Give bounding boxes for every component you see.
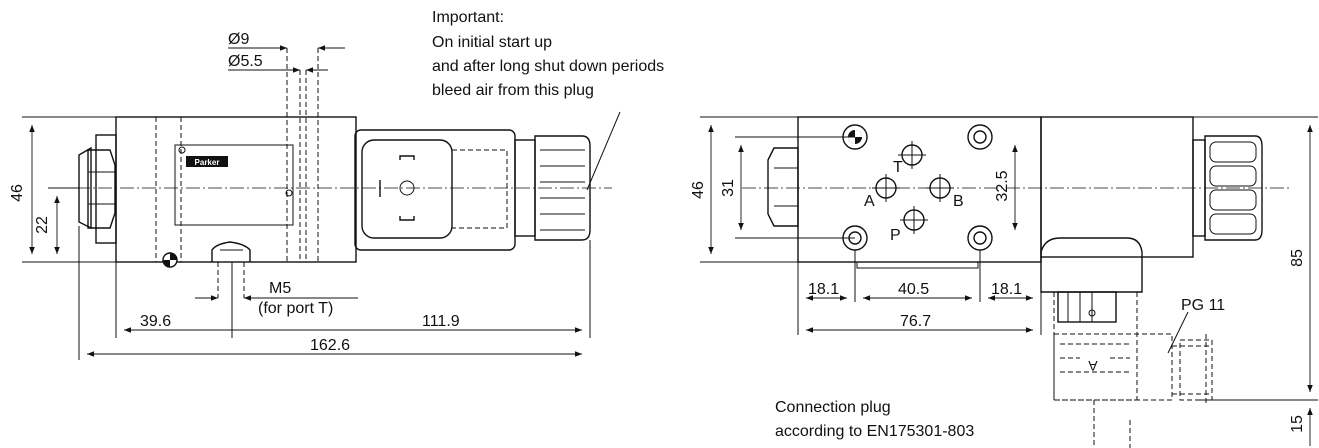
- leader-line: [586, 111, 621, 191]
- port-t-boss: [211, 241, 251, 262]
- dim-pg11: PG 11: [1181, 297, 1225, 314]
- note-line2: On initial start up: [432, 34, 552, 51]
- dim-d9: Ø9: [228, 31, 249, 48]
- dim-w1119: 111.9: [422, 313, 460, 330]
- note-line1: Important:: [432, 9, 504, 26]
- solenoid-housing: [354, 129, 516, 251]
- connector-plug: [361, 139, 453, 239]
- port-b: B: [953, 193, 964, 210]
- dim-h325: 32.5: [994, 170, 1011, 201]
- front-view: Parker: [9, 9, 664, 360]
- port-p: P: [890, 227, 901, 244]
- override-flange: [95, 134, 117, 244]
- plug-hole: [285, 189, 293, 197]
- plug-note-line2: according to EN175301-803: [775, 423, 974, 440]
- bolt-holes: [842, 124, 993, 251]
- coil-nut-top: [1204, 135, 1263, 241]
- dim-m5: M5: [269, 280, 291, 297]
- port-a: A: [864, 193, 875, 210]
- coil-nut: [534, 135, 591, 241]
- plug-letter: A: [1088, 358, 1098, 374]
- dim-w1626: 162.6: [310, 337, 350, 354]
- note-line4: bleed air from this plug: [432, 82, 594, 99]
- dim-h15: 15: [1289, 415, 1306, 433]
- screw-hole: [178, 146, 186, 154]
- dim-w181a: 18.1: [808, 281, 839, 298]
- dim-h31: 31: [720, 179, 737, 197]
- top-view: T A B P: [690, 116, 1318, 448]
- dim-d55: Ø5.5: [228, 53, 263, 70]
- parker-logo-box: [186, 156, 228, 167]
- dim-w396: 39.6: [140, 313, 171, 330]
- valve-body: [115, 116, 357, 263]
- plug-top: [1040, 237, 1143, 293]
- plug-pins: [1057, 291, 1117, 323]
- dim-m5-note: (for port T): [258, 300, 333, 317]
- note-line3: and after long shut down periods: [432, 58, 664, 75]
- dim-h22: 22: [34, 216, 51, 234]
- dim-w181b: 18.1: [991, 281, 1022, 298]
- dim-w767: 76.7: [900, 313, 931, 330]
- dim-h85: 85: [1289, 249, 1306, 267]
- name-plate: [174, 144, 294, 226]
- solenoid-top: [1040, 116, 1194, 258]
- hex-nut: [87, 149, 116, 229]
- dim-h46-top: 46: [690, 181, 707, 199]
- parker-logo-text: Parker: [195, 158, 220, 167]
- dim-h46: 46: [9, 184, 26, 202]
- hex-nut-top: [767, 147, 799, 227]
- dim-w405: 40.5: [898, 281, 929, 298]
- plug-note-line1: Connection plug: [775, 399, 891, 416]
- ports: [872, 141, 954, 234]
- port-t: T: [893, 159, 903, 176]
